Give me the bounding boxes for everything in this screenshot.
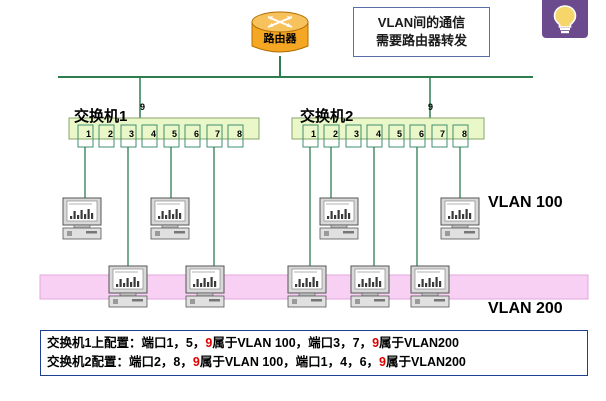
switch1-port-1: 1 xyxy=(86,129,92,139)
config-box: 交换机1上配置：端口1，5，9属于VLAN 100，端口3，7，9属于VLAN2… xyxy=(40,330,588,376)
switch1-port-box-6 xyxy=(184,124,201,148)
switch2-port-5: 5 xyxy=(397,129,403,139)
vlan100-computer-1 xyxy=(62,197,102,240)
config-line-2-mid: 属于VLAN 100，端口1，4，6， xyxy=(199,355,380,369)
vlan200-computer-4 xyxy=(350,265,390,308)
config-line-1-prefix: 交换机1上配置：端口1，5， xyxy=(47,336,206,350)
vlan100-computer-2 xyxy=(150,197,190,240)
lightbulb-icon xyxy=(553,5,577,34)
switch1-port-6: 6 xyxy=(194,129,200,139)
switch1-port-8: 8 xyxy=(237,129,243,139)
switch1-port-5: 5 xyxy=(172,129,178,139)
switch1-port-2: 2 xyxy=(108,129,114,139)
config-line-1: 交换机1上配置：端口1，5，9属于VLAN 100，端口3，7，9属于VLAN2… xyxy=(47,334,587,353)
config-line-1-mid: 属于VLAN 100，端口3，7， xyxy=(212,336,373,350)
switch1-port-box-8 xyxy=(227,124,244,148)
switch2-port-8: 8 xyxy=(462,129,468,139)
switch2-port-7: 7 xyxy=(440,129,446,139)
switch2-body xyxy=(291,117,485,140)
vlan200-computer-3 xyxy=(287,265,327,308)
note-line-2: 需要路由器转发 xyxy=(375,33,467,48)
config-line-2-prefix: 交换机2配置：端口2，8， xyxy=(47,355,193,369)
switch2-port-6: 6 xyxy=(419,129,425,139)
config-line-2-port9-a: 9 xyxy=(192,355,200,369)
switch2-port-box-5 xyxy=(388,124,405,148)
note-box: VLAN间的通信 需要路由器转发 xyxy=(353,7,490,57)
vlan100-label: VLAN 100 xyxy=(488,194,563,211)
vlan200-computer-2 xyxy=(185,265,225,308)
switch2-title: 交换机2 xyxy=(300,108,354,125)
switch2-uplink-port: 9 xyxy=(428,102,434,112)
config-line-2-suffix: 属于VLAN200 xyxy=(385,355,466,369)
vlan200-label: VLAN 200 xyxy=(488,300,563,317)
hint-button[interactable] xyxy=(542,0,588,38)
switch2-port-2: 2 xyxy=(333,129,339,139)
switch1-uplink-port: 9 xyxy=(140,102,146,112)
switch1-port-7: 7 xyxy=(215,129,221,139)
switch1-port-box-2 xyxy=(98,124,115,148)
config-line-1-suffix: 属于VLAN200 xyxy=(379,336,459,350)
vlan200-computer-1 xyxy=(108,265,148,308)
vlan200-computer-5 xyxy=(410,265,450,308)
router-icon xyxy=(251,11,309,53)
switch1-port-3: 3 xyxy=(129,129,135,139)
switch1-port-4: 4 xyxy=(151,129,157,139)
switch2-port-4: 4 xyxy=(376,129,382,139)
router-label: 路由器 xyxy=(263,33,297,45)
switch2-port-1: 1 xyxy=(311,129,317,139)
note-line-1: VLAN间的通信 xyxy=(377,15,466,30)
switch2-port-box-3 xyxy=(345,124,362,148)
config-line-2-port9-b: 9 xyxy=(379,355,386,369)
switch1-port-box-4 xyxy=(141,124,158,148)
config-line-1-port9-b: 9 xyxy=(372,336,380,350)
vlan100-computer-4 xyxy=(440,197,480,240)
config-line-1-port9-a: 9 xyxy=(205,336,213,350)
switch2-port-3: 3 xyxy=(354,129,360,139)
switch2-port-box-7 xyxy=(431,124,448,148)
vlan100-computer-3 xyxy=(319,197,359,240)
switch1-title: 交换机1 xyxy=(74,108,128,125)
config-line-2: 交换机2配置：端口2，8，9属于VLAN 100，端口1，4，6，9属于VLAN… xyxy=(47,353,587,372)
